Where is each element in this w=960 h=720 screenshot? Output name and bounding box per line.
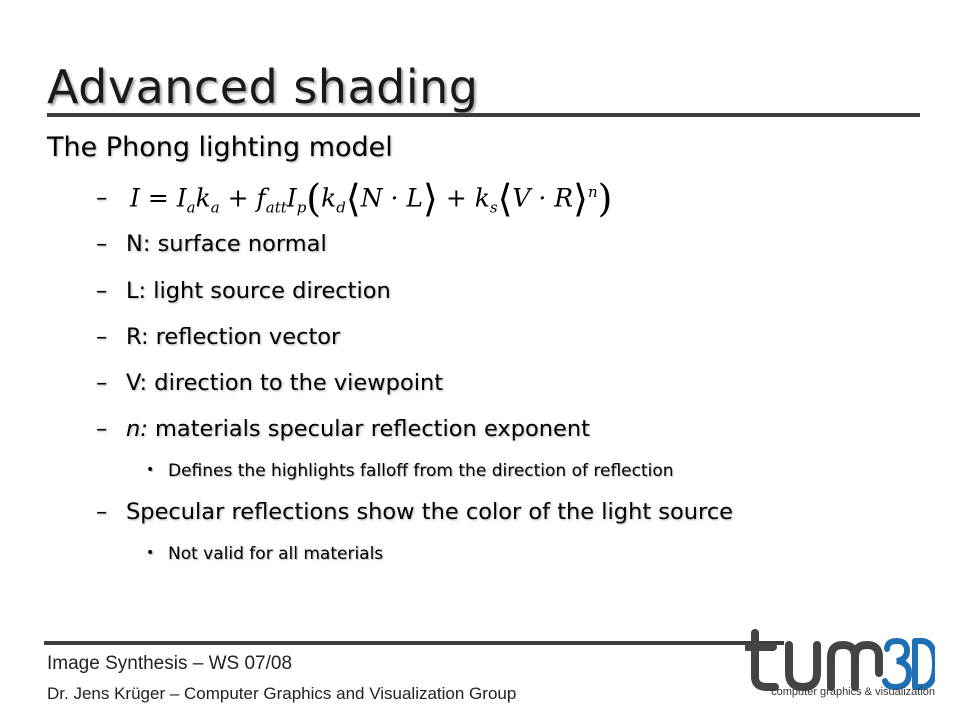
title-divider	[47, 113, 920, 117]
list-item: –Specular reflections show the color of …	[96, 499, 734, 525]
slide-subtitle: The Phong lighting model	[47, 132, 393, 163]
footer-course: Image Synthesis – WS 07/08	[47, 653, 293, 674]
list-item: –N: surface normal	[96, 231, 327, 257]
footer-divider	[44, 641, 784, 645]
tum3d-logo-icon	[745, 629, 935, 692]
phong-formula: I = Iaka + fattIp(kd⟨N · L⟩ + ks⟨V · R⟩n…	[130, 176, 613, 221]
formula-dash: –	[96, 185, 108, 211]
list-item: –n: materials specular reflection expone…	[96, 416, 590, 442]
list-item: –V: direction to the viewpoint	[96, 370, 444, 396]
list-item: –L: light source direction	[96, 278, 391, 304]
logo-caption: computer graphics & visualization	[771, 686, 935, 698]
slide-title: Advanced shading	[47, 60, 479, 114]
sub-list-item: •Not valid for all materials	[146, 544, 384, 564]
list-item: –R: reflection vector	[96, 324, 341, 350]
sub-list-item: •Defines the highlights falloff from the…	[146, 461, 674, 481]
footer-author: Dr. Jens Krüger – Computer Graphics and …	[47, 684, 517, 703]
